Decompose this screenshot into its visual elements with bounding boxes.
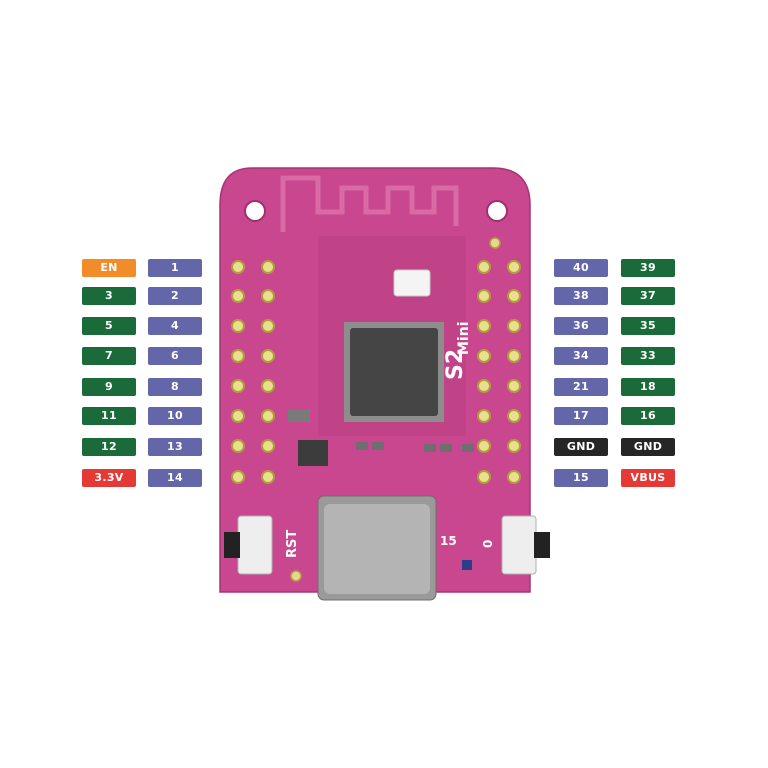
pin-label-17: 17 [554, 407, 608, 425]
pin-label-37: 37 [621, 287, 675, 305]
usb-c-port [324, 504, 430, 594]
fiducial-bottom-left [290, 570, 302, 582]
smd-part-4 [440, 444, 452, 452]
pin-label-15: 15 [554, 469, 608, 487]
pin0-label: 0 [481, 540, 495, 548]
smd-part-3 [424, 444, 436, 452]
pin-label-5: 5 [82, 317, 136, 335]
mounting-hole-right [486, 200, 508, 222]
capacitor [288, 410, 310, 422]
pin-label-16: 16 [621, 407, 675, 425]
pin-label-3v3: 3.3V [82, 469, 136, 487]
board-name-s2: S2 [443, 349, 468, 380]
pin-label-14: 14 [148, 469, 202, 487]
smd-part-1 [356, 442, 368, 450]
pin-label-6: 6 [148, 347, 202, 365]
board-name-mini: Mini [456, 322, 472, 356]
mcu-chip [350, 328, 438, 416]
mounting-hole-left [244, 200, 266, 222]
pin-label-18: 18 [621, 378, 675, 396]
pin-label-3: 3 [82, 287, 136, 305]
pin-label-1: 1 [148, 259, 202, 277]
right-header [477, 260, 521, 484]
status-led [462, 560, 472, 570]
rst-button-body [237, 515, 273, 575]
pin-label-9: 9 [82, 378, 136, 396]
pin-label-39: 39 [621, 259, 675, 277]
smd-part-2 [372, 442, 384, 450]
pin-label-33: 33 [621, 347, 675, 365]
fiducial [489, 237, 501, 249]
pin-label-34: 34 [554, 347, 608, 365]
pin-label-10: 10 [148, 407, 202, 425]
smd-part-5 [462, 444, 474, 452]
pin-label-8: 8 [148, 378, 202, 396]
pin-label-vbus: VBUS [621, 469, 675, 487]
rst-button-cap [224, 532, 240, 558]
pin-label-21: 21 [554, 378, 608, 396]
pin-label-2: 2 [148, 287, 202, 305]
pin-label-40: 40 [554, 259, 608, 277]
antenna-trace [280, 175, 459, 232]
pin-label-gnd-outer: GND [621, 438, 675, 456]
regulator [298, 440, 328, 466]
pin-label-4: 4 [148, 317, 202, 335]
pin-label-38: 38 [554, 287, 608, 305]
boot-button-body [501, 515, 537, 575]
pin-label-13: 13 [148, 438, 202, 456]
boot-button-cap [534, 532, 550, 558]
pin-label-7: 7 [82, 347, 136, 365]
pin-label-11: 11 [82, 407, 136, 425]
pin-label-gnd-inner: GND [554, 438, 608, 456]
white-component [393, 269, 431, 297]
pin-label-36: 36 [554, 317, 608, 335]
pin-label-12: 12 [82, 438, 136, 456]
left-header [231, 260, 275, 484]
pin-label-EN: EN [82, 259, 136, 277]
pin15-label: 15 [440, 534, 457, 548]
pin-label-35: 35 [621, 317, 675, 335]
rst-label: RST [285, 530, 300, 558]
